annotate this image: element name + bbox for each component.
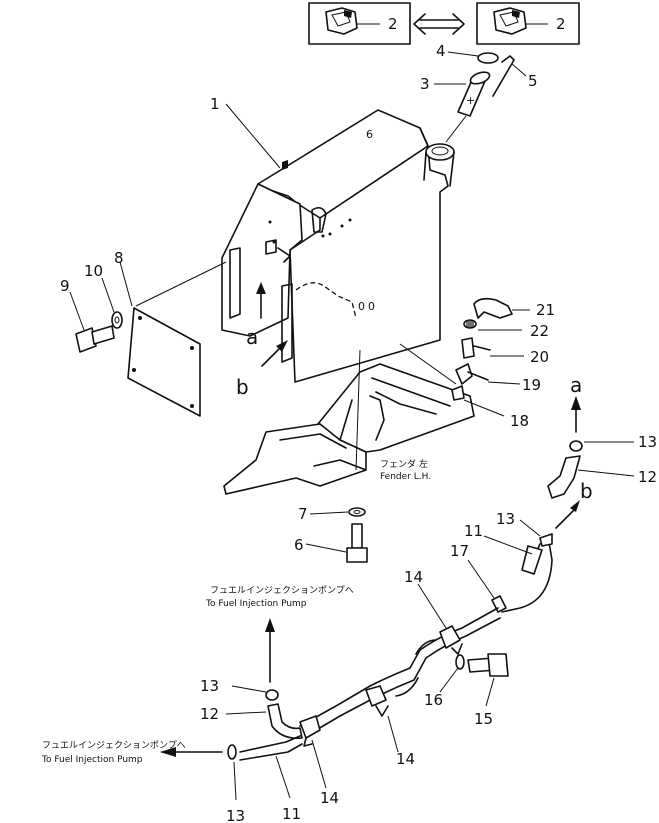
callout-14-middle: 14 xyxy=(396,750,415,768)
hose-part-21: 21 xyxy=(473,297,555,319)
nut-part-13-top-left: 13 xyxy=(200,677,279,701)
callout-6: 6 xyxy=(294,536,304,554)
washer-part-16: 16 xyxy=(424,654,465,709)
callout-12-right: 12 xyxy=(638,468,657,486)
fender-note-jp: フェンダ 左 xyxy=(380,458,428,470)
marker-b-tank: b xyxy=(236,340,288,399)
callout-22: 22 xyxy=(530,322,549,340)
callout-3: 3 xyxy=(420,75,430,93)
svg-text:+: + xyxy=(466,94,475,107)
fuel-tank-part-1: 6 0 0 1 xyxy=(210,95,455,383)
callout-11-lower: 11 xyxy=(282,805,301,823)
callout-13-top-left: 13 xyxy=(200,677,219,695)
callout-13-bottom-left: 13 xyxy=(226,807,245,823)
pump-note-left-en: To Fuel Injection Pump xyxy=(41,755,143,765)
marker-a-label: a xyxy=(246,325,258,349)
fitting-part-18: 18 xyxy=(451,385,529,430)
callout-4: 4 xyxy=(436,42,446,60)
fender-lh: フェンダ 左 Fender L.H. xyxy=(223,349,475,495)
callout-1: 1 xyxy=(210,95,220,113)
clamp-part-14-upper: 14 xyxy=(404,568,463,655)
marker-a-tank: a xyxy=(246,282,266,349)
callout-17: 17 xyxy=(450,542,469,560)
callout-8: 8 xyxy=(114,249,124,267)
callout-16: 16 xyxy=(424,691,443,709)
hose-part-11-lower: 11 xyxy=(239,735,303,823)
svg-text:0: 0 xyxy=(368,300,375,313)
marker-b-label: b xyxy=(236,375,249,399)
callout-18: 18 xyxy=(510,412,529,430)
callout-13-middle: 13 xyxy=(496,510,515,528)
marker-a-right-label: a xyxy=(570,373,582,397)
callout-9: 9 xyxy=(60,277,70,295)
callout-12-lower: 12 xyxy=(200,705,219,723)
hose-part-12-right: 12 xyxy=(547,455,657,499)
callout-15: 15 xyxy=(474,710,493,728)
nut-part-13-top-right: 13 xyxy=(569,433,657,452)
cap-variant-box-left: 2 xyxy=(308,2,411,45)
washer-part-7: 7 xyxy=(298,505,366,523)
callout-19: 19 xyxy=(522,376,541,394)
clamp-part-22: 22 xyxy=(463,319,549,340)
nut-part-13-bottom-left: 13 xyxy=(226,744,245,823)
svg-text:0: 0 xyxy=(358,300,365,313)
callout-20: 20 xyxy=(530,348,549,366)
hose-part-11-upper: 11 xyxy=(464,522,543,575)
clamp-part-14-middle: 14 xyxy=(365,685,415,768)
callout-11-upper: 11 xyxy=(464,522,483,540)
clip-part-17: 17 xyxy=(450,542,507,613)
ring-part-4: 4 xyxy=(436,42,499,64)
marker-b-right-label: b xyxy=(580,479,593,503)
strainer-part-3: + 3 xyxy=(420,71,491,117)
interchangeable-arrow xyxy=(413,13,465,35)
clamp-part-14-lower: 14 xyxy=(299,715,339,807)
bolt-part-9: 9 xyxy=(60,277,115,353)
key-part-5: 5 xyxy=(492,55,538,97)
pump-note-top-en: To Fuel Injection Pump xyxy=(205,599,307,609)
callout-21: 21 xyxy=(536,301,555,319)
cap-variant-box-right: 2 xyxy=(476,2,580,45)
to-pump-arrow-up: フュエルインジェクションポンプへ To Fuel Injection Pump xyxy=(205,585,354,683)
hose-part-12-lower: 12 xyxy=(200,703,303,740)
callout-10: 10 xyxy=(84,262,103,280)
callout-14-lower: 14 xyxy=(320,789,339,807)
marker-b-right: b xyxy=(555,479,593,529)
bolt-part-15: 15 xyxy=(467,653,509,728)
marker-a-right: a xyxy=(570,373,582,433)
nut-part-13-middle: 13 xyxy=(496,510,553,547)
callout-13-top-right: 13 xyxy=(638,433,657,451)
elbow-part-19: 19 xyxy=(455,363,541,394)
fender-note-en: Fender L.H. xyxy=(380,472,431,482)
pump-note-left-jp: フュエルインジェクションポンプへ xyxy=(42,740,186,751)
valve-part-20: 20 xyxy=(461,337,549,366)
pump-note-top-jp: フュエルインジェクションポンプへ xyxy=(210,585,354,596)
svg-text:6: 6 xyxy=(366,128,373,141)
to-pump-arrow-left: フュエルインジェクションポンプへ To Fuel Injection Pump xyxy=(41,740,223,765)
callout-2-left: 2 xyxy=(388,15,398,33)
callout-14-upper: 14 xyxy=(404,568,423,586)
callout-7: 7 xyxy=(298,505,308,523)
cover-plate-part-8: 8 xyxy=(114,249,227,417)
callout-5: 5 xyxy=(528,72,538,90)
bolt-part-6: 6 xyxy=(294,523,368,563)
callout-2-right: 2 xyxy=(556,15,566,33)
washer-part-10: 10 xyxy=(84,262,123,329)
